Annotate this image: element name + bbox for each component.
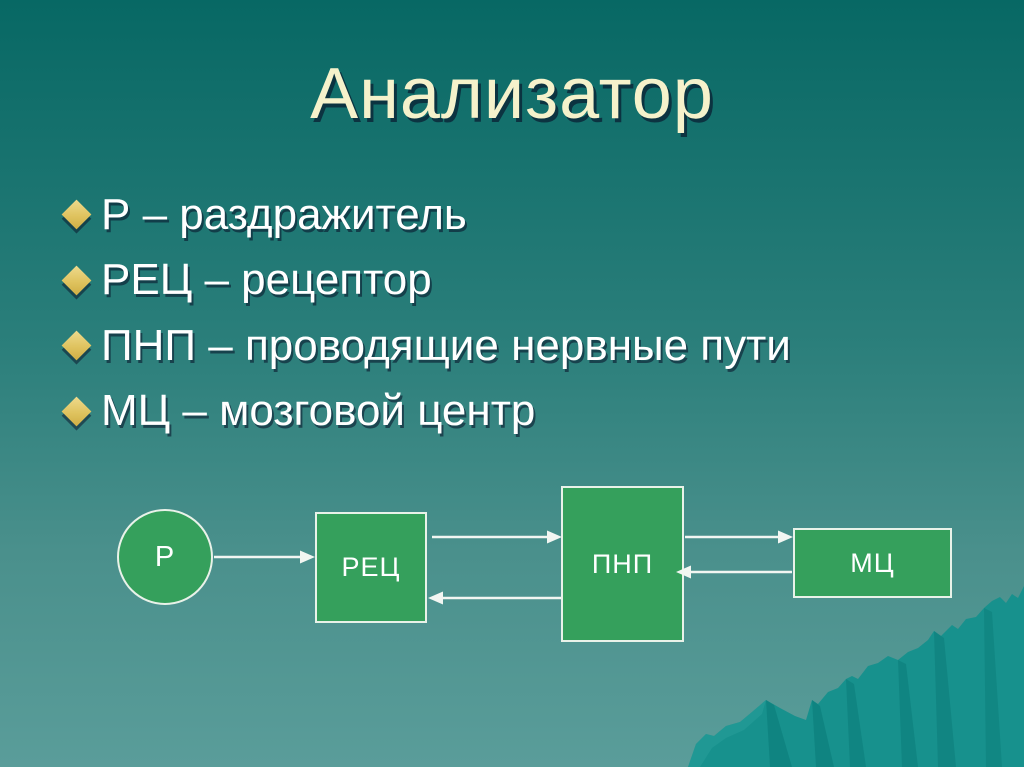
slide-title: Анализатор [310, 54, 714, 134]
bullet-label: РЕЦ – рецептор [101, 255, 432, 305]
diagram-node-receptor: РЕЦ [315, 512, 427, 623]
list-item: Р – раздражитель [60, 182, 791, 248]
arrow-rec-to-pnp-icon [432, 530, 562, 544]
diamond-bullet-icon [61, 396, 92, 427]
arrow-pnp-to-rec-icon [428, 591, 561, 605]
arrow-r-to-rec-icon [214, 550, 315, 564]
diamond-bullet-icon [61, 199, 92, 230]
list-item: ПНП – проводящие нервные пути [60, 313, 791, 379]
diamond-bullet-icon [61, 330, 92, 361]
bullet-label: ПНП – проводящие нервные пути [101, 320, 791, 370]
diagram-node-nerve-paths: ПНП [561, 486, 684, 642]
arrow-pnp-to-mc-icon [685, 530, 793, 544]
diamond-bullet-icon [61, 265, 92, 296]
arrow-mc-to-pnp-icon [676, 565, 792, 579]
diagram-node-stimulus: Р [117, 509, 213, 605]
bullet-label: МЦ – мозговой центр [101, 386, 536, 436]
bullet-label: Р – раздражитель [101, 189, 467, 239]
list-item: РЕЦ – рецептор [60, 248, 791, 314]
bullet-list: Р – раздражитель РЕЦ – рецептор ПНП – пр… [60, 182, 791, 444]
list-item: МЦ – мозговой центр [60, 379, 791, 445]
diagram-node-brain-center: МЦ [793, 528, 952, 598]
